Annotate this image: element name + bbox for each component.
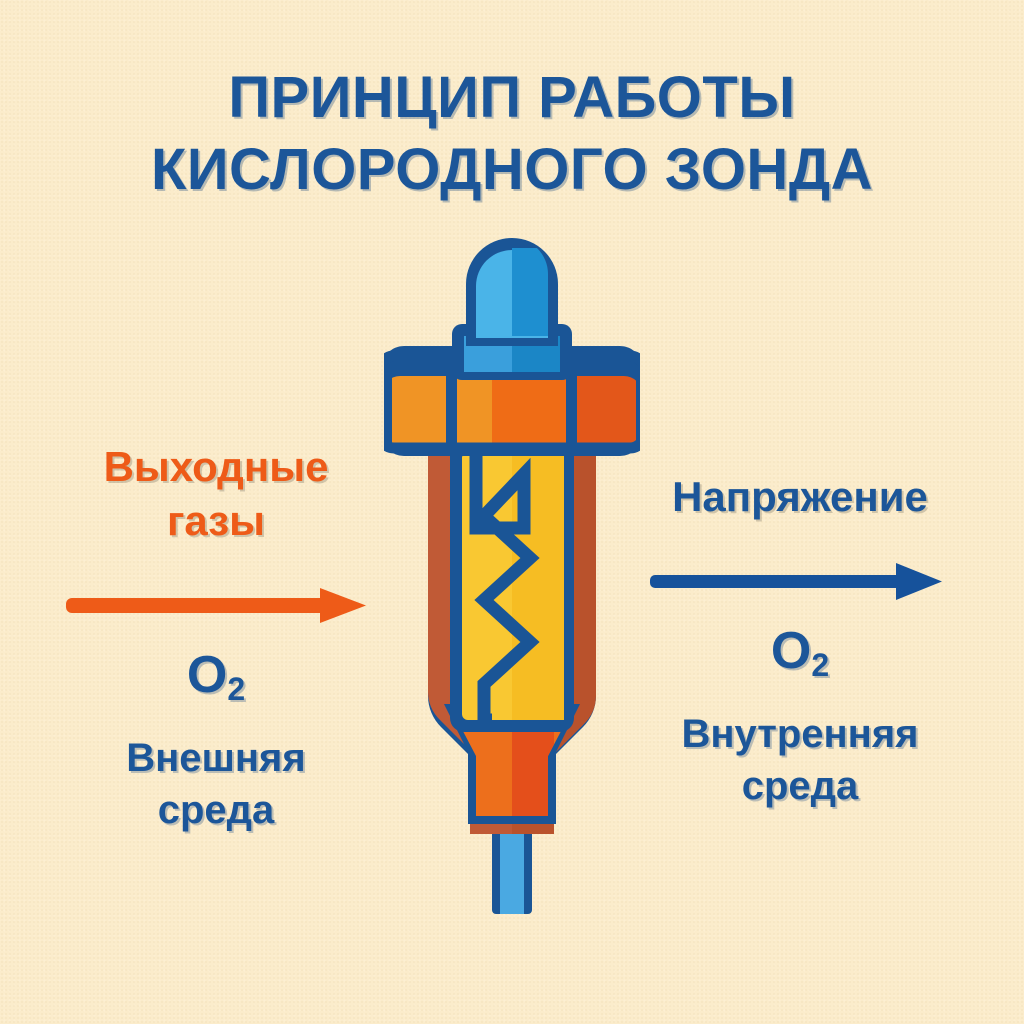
exhaust-gas-label: Выходные газы	[36, 440, 396, 548]
oxygen-sensor-illustration	[374, 228, 650, 933]
internal-environment-label: Внутренняя среда	[620, 708, 980, 812]
exhaust-gas-label-line-1: Выходные	[103, 443, 329, 490]
sensor-stem	[492, 814, 532, 914]
oxygen-symbol-right: O	[770, 622, 812, 680]
sensor-tip-cone	[444, 704, 580, 824]
oxygen-sensor-svg	[374, 238, 650, 914]
title-line-2: КИСЛОРОДНОГО ЗОНДА	[150, 137, 874, 202]
internal-environment-column: Напряжение O2 Внутренняя среда	[620, 470, 980, 812]
external-environment-line-1: Внешняя	[126, 736, 306, 780]
oxygen-subscript-right: 2	[811, 647, 830, 683]
oxygen-symbol-left: O	[186, 646, 228, 704]
external-environment-column: Выходные газы O2 Внешняя среда	[36, 440, 396, 836]
page-title: ПРИНЦИП РАБОТЫ КИСЛОРОДНОГО ЗОНДА	[0, 62, 1024, 206]
oxygen-molecule-right: O2	[620, 622, 980, 686]
external-environment-label: Внешняя среда	[36, 732, 396, 836]
sensor-dome-cap	[466, 238, 558, 346]
sensor-hex-nut	[374, 346, 650, 456]
oxygen-subscript-left: 2	[227, 671, 246, 707]
voltage-label-line-1: Напряжение	[672, 473, 928, 520]
ceramic-sensing-chamber	[450, 442, 574, 732]
voltage-arrow-icon	[650, 563, 942, 600]
exhaust-gas-label-line-2: газы	[166, 497, 266, 544]
title-line-1: ПРИНЦИП РАБОТЫ	[228, 65, 796, 130]
zigzag-heater-element	[469, 452, 540, 727]
exhaust-gas-arrow-icon	[66, 588, 366, 623]
internal-environment-line-1: Внутренняя	[681, 712, 919, 756]
voltage-label: Напряжение	[620, 470, 980, 524]
oxygen-molecule-left: O2	[36, 646, 396, 710]
internal-environment-line-2: среда	[741, 764, 859, 808]
exhaust-gas-arrow	[36, 582, 396, 628]
external-environment-line-2: среда	[157, 788, 275, 832]
voltage-arrow	[620, 558, 980, 604]
